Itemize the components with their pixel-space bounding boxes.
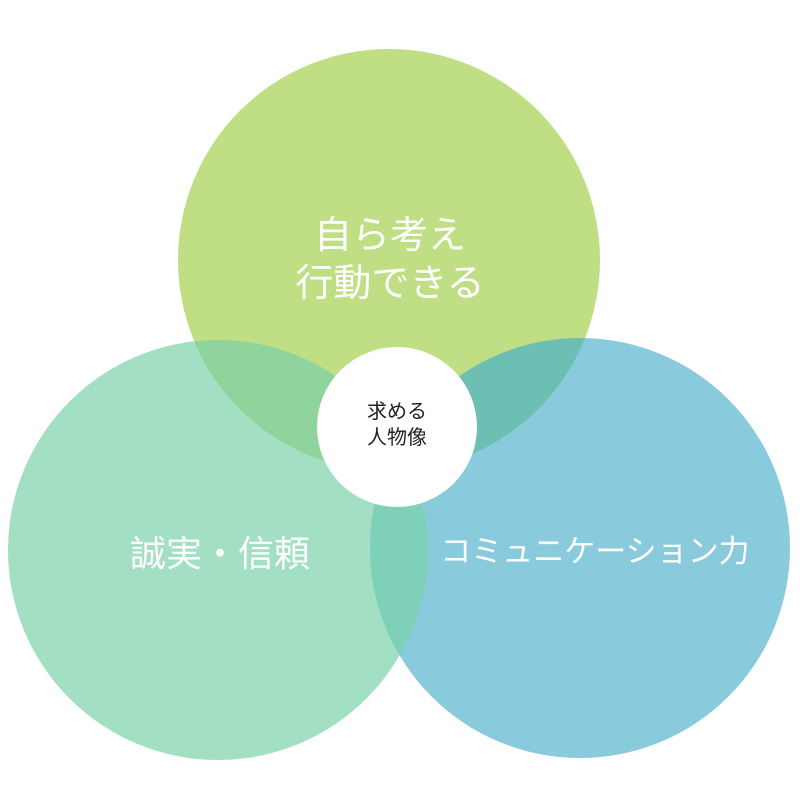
label-top: 自ら考え 行動できる <box>260 212 520 307</box>
overlap-top-right <box>370 338 600 471</box>
center-circle <box>317 347 477 507</box>
label-top-line2: 行動できる <box>295 260 485 305</box>
label-right: コミュニケーション力 <box>440 534 750 570</box>
label-left: 誠実・信頼 <box>129 534 310 575</box>
label-top-line1: 自ら考え <box>313 213 466 257</box>
center-label: 求める 人物像 <box>337 398 457 450</box>
overlap-top-left <box>178 340 428 471</box>
center-label-line2: 人物像 <box>367 425 427 449</box>
center-label-line1: 求める <box>367 399 427 423</box>
